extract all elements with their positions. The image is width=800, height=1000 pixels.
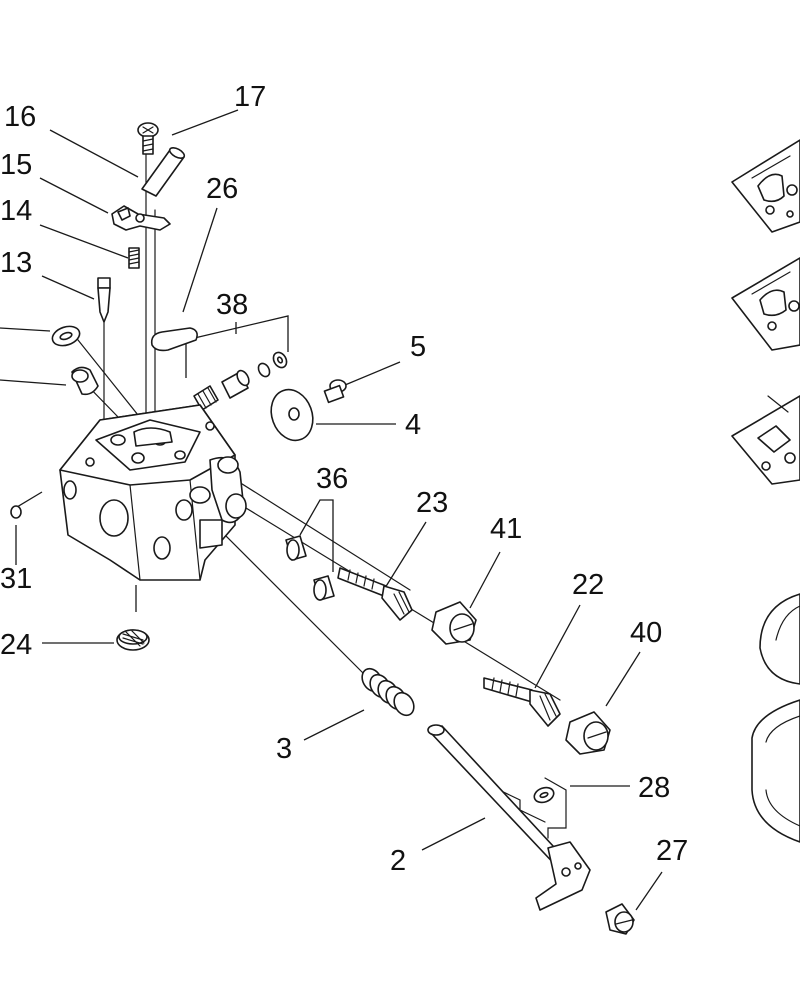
bushing-36-lower — [313, 575, 335, 601]
callout-3: 3 — [276, 733, 292, 765]
o-ring-31 — [10, 505, 22, 519]
lever-2 — [427, 724, 591, 911]
gasket-middle — [731, 257, 800, 351]
diaphragm-gasket — [751, 699, 800, 843]
diaphragm-cover — [759, 593, 800, 685]
callout-14: 14 — [0, 195, 32, 227]
carburetor-body — [59, 404, 247, 581]
spring-3 — [361, 667, 415, 717]
screen-24 — [116, 629, 150, 651]
needle-22 — [483, 677, 561, 727]
group-38 — [193, 351, 288, 411]
needle-13 — [97, 277, 111, 323]
fitting — [71, 366, 99, 396]
gasket-bottom — [731, 395, 800, 485]
callout-17: 17 — [234, 81, 266, 113]
e-clip — [51, 325, 81, 347]
callout-31: 31 — [0, 563, 32, 595]
callout-24: 24 — [0, 629, 32, 661]
callout-4: 4 — [405, 409, 421, 441]
callout-5: 5 — [410, 331, 426, 363]
callout-labels: 17 16 15 14 13 26 38 5 4 36 23 41 22 40 … — [0, 81, 688, 877]
clip-28 — [533, 786, 555, 804]
cap-41 — [431, 601, 477, 645]
bushing-36-upper — [285, 535, 307, 561]
callout-13: 13 — [0, 247, 32, 279]
screw-17 — [137, 122, 159, 155]
callout-41: 41 — [490, 513, 522, 545]
washer-4 — [270, 388, 314, 442]
gasket-top — [731, 139, 800, 233]
callout-23: 23 — [416, 487, 448, 519]
pin-16 — [141, 147, 186, 197]
callout-38: 38 — [216, 289, 248, 321]
needle-23 — [337, 567, 413, 621]
callout-22: 22 — [572, 569, 604, 601]
callout-28: 28 — [638, 772, 670, 804]
callout-16: 16 — [4, 101, 36, 133]
callout-26: 26 — [206, 173, 238, 205]
callout-2: 2 — [390, 845, 406, 877]
cap-40 — [565, 711, 611, 755]
callout-40: 40 — [630, 617, 662, 649]
callout-36: 36 — [316, 463, 348, 495]
callout-15: 15 — [0, 149, 32, 181]
screw-5 — [323, 379, 347, 404]
plug-26 — [150, 327, 198, 352]
spring-14 — [128, 247, 140, 269]
lever-15 — [111, 205, 171, 231]
screw-27 — [605, 903, 635, 935]
callout-27: 27 — [656, 835, 688, 867]
